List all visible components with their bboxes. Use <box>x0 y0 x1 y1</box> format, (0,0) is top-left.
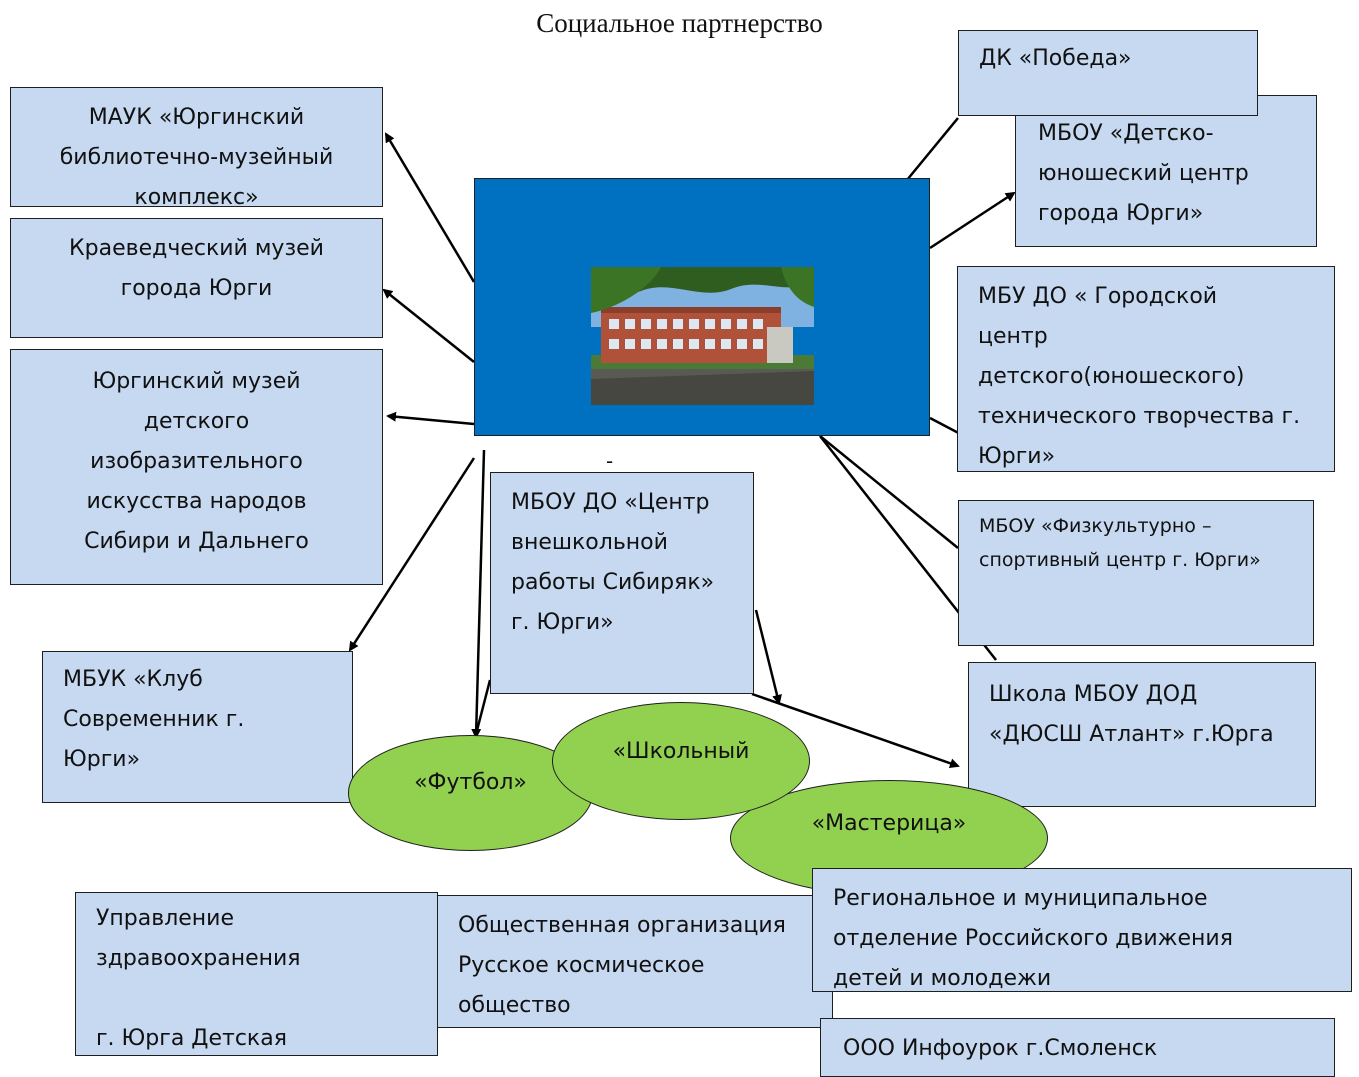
diagram-title: Социальное партнерство <box>536 8 823 38</box>
club-school: «Школьный <box>552 702 810 820</box>
line-center-to-football <box>472 679 492 743</box>
partner-label: МАУК «Юргинский библиотечно-музейный ком… <box>59 105 334 207</box>
school-center-block <box>474 178 930 436</box>
arrow-to-youth-center <box>929 191 1016 250</box>
partner-label: МБОУ ДО «Центр внешкольной работы Сибиря… <box>511 490 715 635</box>
partner-youth-center: МБОУ «Детско- юношеский центр города Юрг… <box>1015 95 1317 247</box>
partner-siberiak-center: МБОУ ДО «Центр внешкольной работы Сибиря… <box>490 472 754 694</box>
partner-youth-movement: Региональное и муниципальное отделение Р… <box>812 868 1352 992</box>
partner-label: Юргинский музей детского изобразительног… <box>84 369 309 554</box>
partner-label: МБОУ «Физкультурно – спортивный центр г.… <box>979 515 1261 571</box>
partner-label: МБУ ДО « Городской центр детского(юношес… <box>978 284 1301 469</box>
partner-label: МБУК «Клуб Современник г. Юрги» <box>63 667 245 772</box>
partner-label: ООО Инфоурок г.Смоленск <box>843 1036 1158 1061</box>
partner-technical-creativity-center: МБУ ДО « Городской центр детского(юношес… <box>957 266 1335 472</box>
partner-label: Региональное и муниципальное отделение Р… <box>833 886 1233 991</box>
partner-club-sovremennik: МБУК «Клуб Современник г. Юрги» <box>42 651 353 803</box>
partner-russian-space-society: Общественная организация Русское космиче… <box>437 895 833 1028</box>
arrow-siberiak-to-school-club <box>754 609 782 705</box>
club-label: «Футбол» <box>414 770 527 795</box>
partner-library-museum-complex: МАУК «Юргинский библиотечно-музейный ком… <box>10 87 383 207</box>
partner-sport-center: МБОУ «Физкультурно – спортивный центр г.… <box>958 500 1314 646</box>
partner-label: МБОУ «Детско- юношеский центр города Юрг… <box>1038 121 1249 226</box>
partner-label: Управление здравоохранения г. Юрга Детск… <box>96 906 301 1051</box>
partner-label: ДК «Победа» <box>979 46 1132 71</box>
partner-infourok: ООО Инфоурок г.Смоленск <box>820 1018 1335 1077</box>
line-to-pobeda <box>906 117 959 181</box>
school-photo <box>591 267 814 405</box>
club-label: «Мастерица» <box>811 811 967 836</box>
arrow-to-art-museum <box>386 411 475 426</box>
club-label: «Школьный <box>612 739 750 764</box>
partner-health-department: Управление здравоохранения г. Юрга Детск… <box>75 892 438 1056</box>
arrow-to-local-museum <box>382 288 475 363</box>
partner-children-art-museum: Юргинский музей детского изобразительног… <box>10 349 383 585</box>
center-caption: - <box>606 449 614 473</box>
arrow-to-library <box>384 132 476 283</box>
partner-local-history-museum: Краеведческий музей города Юрги <box>10 218 383 338</box>
arrow-to-football <box>471 449 486 739</box>
partner-dyussh-atlant: Школа МБОУ ДОД «ДЮСШ Атлант» г.Юрга <box>968 662 1316 807</box>
partner-label: Общественная организация Русское космиче… <box>458 913 786 1018</box>
line-to-sport-center <box>819 435 959 549</box>
partner-label: Школа МБОУ ДОД «ДЮСШ Атлант» г.Юрга <box>989 682 1274 747</box>
partner-dk-pobeda: ДК «Победа» <box>958 30 1258 116</box>
partner-label: Краеведческий музей города Юрги <box>69 236 324 301</box>
